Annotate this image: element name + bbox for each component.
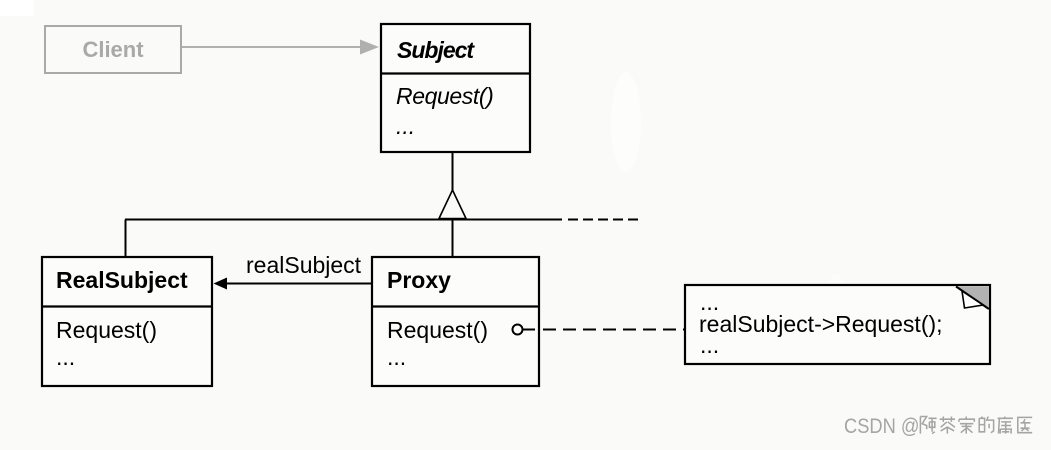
svg-text:...: ... — [387, 344, 406, 370]
svg-text:Client: Client — [82, 37, 144, 62]
svg-text:Request(): Request() — [387, 317, 488, 343]
svg-text:Request(): Request() — [396, 83, 493, 109]
svg-text:...: ... — [56, 344, 75, 370]
svg-text:...: ... — [396, 113, 415, 139]
svg-text:realSubject: realSubject — [246, 252, 362, 278]
svg-text:RealSubject: RealSubject — [56, 267, 188, 293]
svg-text:...: ... — [700, 332, 719, 358]
svg-text:Proxy: Proxy — [387, 267, 451, 293]
svg-text:Subject: Subject — [397, 37, 475, 63]
svg-text:CSDN @: CSDN @ — [844, 415, 920, 438]
svg-text:Request(): Request() — [56, 317, 157, 343]
svg-text:realSubject->Request();: realSubject->Request(); — [699, 311, 943, 337]
svg-text:...: ... — [700, 289, 719, 315]
